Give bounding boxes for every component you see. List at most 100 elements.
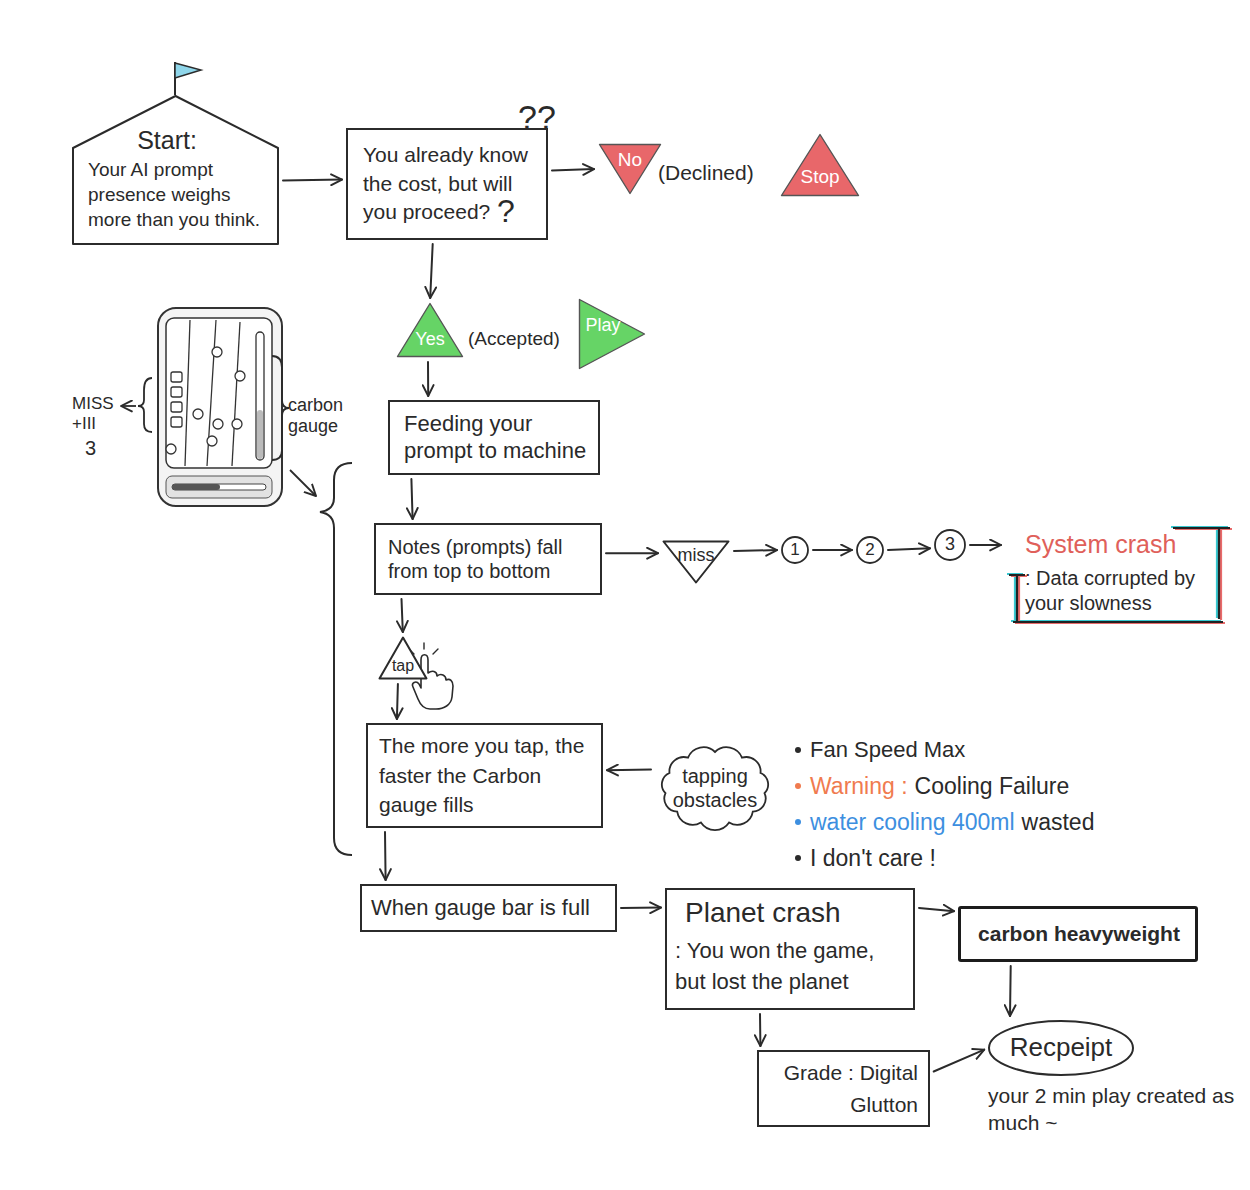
label-row: ?? bbox=[518, 97, 556, 138]
node-text: Planet crash bbox=[685, 896, 905, 930]
note-text: water cooling 400ml bbox=[810, 808, 1015, 836]
text-container: 3 bbox=[934, 529, 966, 561]
node-text: Start: bbox=[112, 125, 222, 156]
label-row: Fan Speed Max bbox=[795, 737, 965, 764]
miss-marker bbox=[171, 387, 182, 397]
text-container: 2 bbox=[856, 536, 884, 564]
note-lane bbox=[207, 320, 216, 466]
flow-arrow bbox=[919, 908, 954, 911]
game-loop-brace bbox=[320, 463, 352, 855]
phone-base bbox=[166, 476, 272, 498]
cloud-outline bbox=[662, 747, 768, 830]
node-text: Notes (prompts) fall from top to bottom bbox=[388, 535, 594, 584]
node-text: Yes bbox=[396, 329, 464, 351]
flow-arrow bbox=[384, 832, 387, 880]
node-text: No bbox=[598, 148, 662, 171]
text-container: Yes bbox=[396, 324, 464, 356]
falling-note bbox=[207, 436, 217, 446]
phone-body bbox=[158, 308, 282, 506]
process-box: When gauge bar is full bbox=[360, 884, 617, 932]
flow-arrow bbox=[888, 548, 930, 550]
leader-arrow bbox=[121, 405, 136, 407]
receipt-ellipse: Recpeiptyour 2 min play created as much … bbox=[988, 1020, 1134, 1076]
miss-marker bbox=[171, 372, 182, 382]
text-container: When gauge bar is full bbox=[371, 890, 609, 926]
ellipse-outline bbox=[989, 1021, 1133, 1075]
miss-count-circle: 2 bbox=[856, 536, 884, 564]
flow-arrow bbox=[759, 1014, 761, 1046]
node-text: 1 bbox=[781, 540, 809, 561]
text-container: carbon heavyweight bbox=[967, 911, 1191, 957]
falling-note bbox=[212, 347, 222, 357]
note-text: Fan Speed Max bbox=[810, 737, 965, 764]
note-text: 3 bbox=[85, 436, 96, 460]
grade-box: Grade : Digital Glutton bbox=[757, 1050, 930, 1127]
circle-outline bbox=[857, 537, 883, 563]
process-box: Notes (prompts) fall from top to bottom bbox=[374, 523, 602, 595]
flow-arrow bbox=[607, 769, 651, 772]
obstacle-cloud: tapping obstacles bbox=[655, 742, 775, 834]
process-box: The more you tap, the faster the Carbon … bbox=[366, 723, 603, 828]
note-text: (Accepted) bbox=[468, 327, 560, 350]
stop-triangle: Stop bbox=[780, 133, 860, 197]
falling-note bbox=[213, 419, 223, 429]
text-container: Feeding your prompt to machine bbox=[404, 408, 592, 467]
miss-count-circle: 1 bbox=[781, 536, 809, 564]
tap-triangle: tap bbox=[378, 636, 428, 680]
note-text: I don't care ! bbox=[810, 844, 936, 872]
label-row: I don't care ! bbox=[795, 844, 936, 872]
label-row: ? bbox=[497, 192, 515, 231]
circle-outline bbox=[782, 537, 808, 563]
text-container: tapping obstacles bbox=[669, 752, 761, 824]
text-container: Stop bbox=[780, 159, 860, 195]
flow-arrow bbox=[397, 684, 398, 719]
glitch-bracket bbox=[1009, 528, 1230, 622]
node-text: tapping obstacles bbox=[669, 764, 761, 813]
circle-outline bbox=[935, 530, 965, 560]
falling-note bbox=[193, 409, 203, 419]
text-container: Play bbox=[582, 298, 624, 354]
bullet-dot bbox=[795, 783, 801, 789]
text-container: tap bbox=[378, 652, 428, 680]
start-house: Start:Your AI prompt presence weighs mor… bbox=[72, 95, 279, 245]
falling-note bbox=[232, 419, 242, 429]
outcome-box: Planet crash: You won the game, but lost… bbox=[665, 888, 915, 1010]
node-subtext: Your AI prompt presence weighs more than… bbox=[88, 157, 274, 232]
gauge-brace bbox=[272, 356, 289, 460]
phone-screen bbox=[166, 318, 272, 468]
text-container: Grade : Digital Glutton bbox=[767, 1056, 918, 1121]
label-row: +III bbox=[72, 414, 96, 435]
node-text: Play bbox=[582, 315, 624, 337]
node-text: 3 bbox=[934, 534, 966, 556]
glitch-bracket bbox=[1007, 527, 1228, 621]
bullet-dot bbox=[795, 855, 801, 861]
node-text: Feeding your prompt to machine bbox=[404, 411, 592, 465]
gauge-bar bbox=[256, 332, 264, 460]
crash-box: System crash: Data corrupted by your slo… bbox=[1005, 525, 1233, 625]
triangle-outline bbox=[580, 300, 645, 369]
note-text: ? bbox=[497, 192, 515, 231]
node-text: Grade : Digital Glutton bbox=[767, 1057, 918, 1120]
glitch-bracket bbox=[1011, 529, 1232, 623]
progress-fill bbox=[172, 484, 220, 490]
note-lane bbox=[232, 322, 240, 466]
note-text: Cooling Failure bbox=[915, 772, 1070, 800]
flow-arrow bbox=[813, 549, 852, 551]
house-outline bbox=[73, 96, 278, 244]
falling-note bbox=[166, 444, 176, 454]
node-text: The more you tap, the faster the Carbon … bbox=[379, 731, 595, 819]
note-text: +III bbox=[72, 414, 96, 435]
node-subtext: your 2 min play created as much ~ bbox=[988, 1082, 1238, 1137]
node-text: System crash bbox=[1025, 529, 1229, 560]
node-text: 2 bbox=[856, 540, 884, 561]
flow-arrow bbox=[734, 549, 777, 552]
node-text: miss bbox=[662, 545, 730, 567]
text-container: System crash: Data corrupted by your slo… bbox=[1025, 529, 1229, 621]
flow-arrow bbox=[427, 362, 429, 396]
gauge-fill bbox=[257, 410, 263, 459]
result-box: carbon heavyweight bbox=[958, 906, 1198, 962]
flow-arrow bbox=[934, 1050, 985, 1072]
phone-illustration bbox=[158, 308, 282, 506]
flow-arrow bbox=[283, 179, 342, 182]
